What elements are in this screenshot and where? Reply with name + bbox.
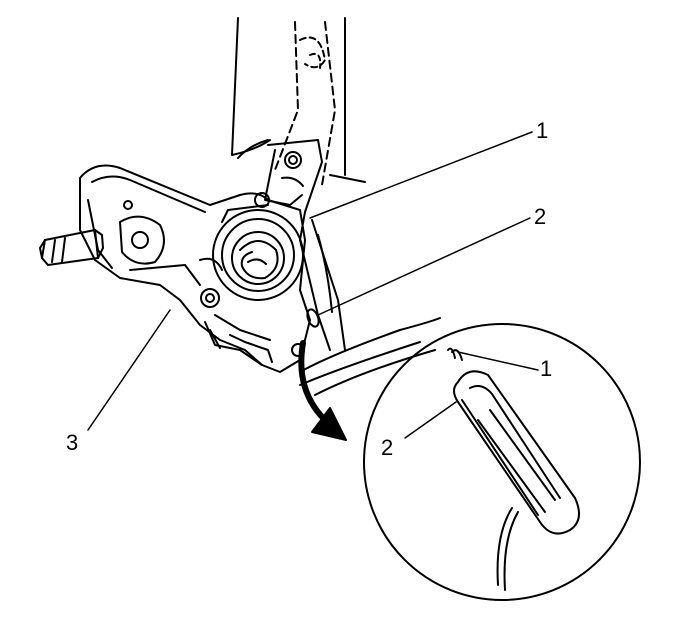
- leader-lines-detail: [404, 351, 539, 439]
- callout-3: 3: [66, 430, 79, 455]
- leader-line-2: [317, 217, 531, 316]
- detail-callout-2: 2: [381, 435, 394, 460]
- leader-line-detail-1: [457, 351, 539, 371]
- pivot-shaft: [39, 229, 104, 266]
- leader-line-1: [309, 131, 533, 219]
- detail-callout-1: 1: [540, 356, 553, 381]
- slot-hole: [306, 308, 320, 328]
- leader-line-3: [87, 309, 171, 431]
- leader-lines-main: [87, 131, 533, 431]
- callout-2: 2: [534, 204, 547, 229]
- recliner-hub: [212, 192, 304, 301]
- detail-circle: [363, 323, 641, 601]
- callout-1: 1: [536, 118, 549, 143]
- seat-cushion-lines: [299, 317, 441, 396]
- seat-back-frame: [231, 17, 366, 186]
- curved-arrow-icon: [298, 340, 347, 441]
- leader-line-detail-2: [404, 401, 457, 439]
